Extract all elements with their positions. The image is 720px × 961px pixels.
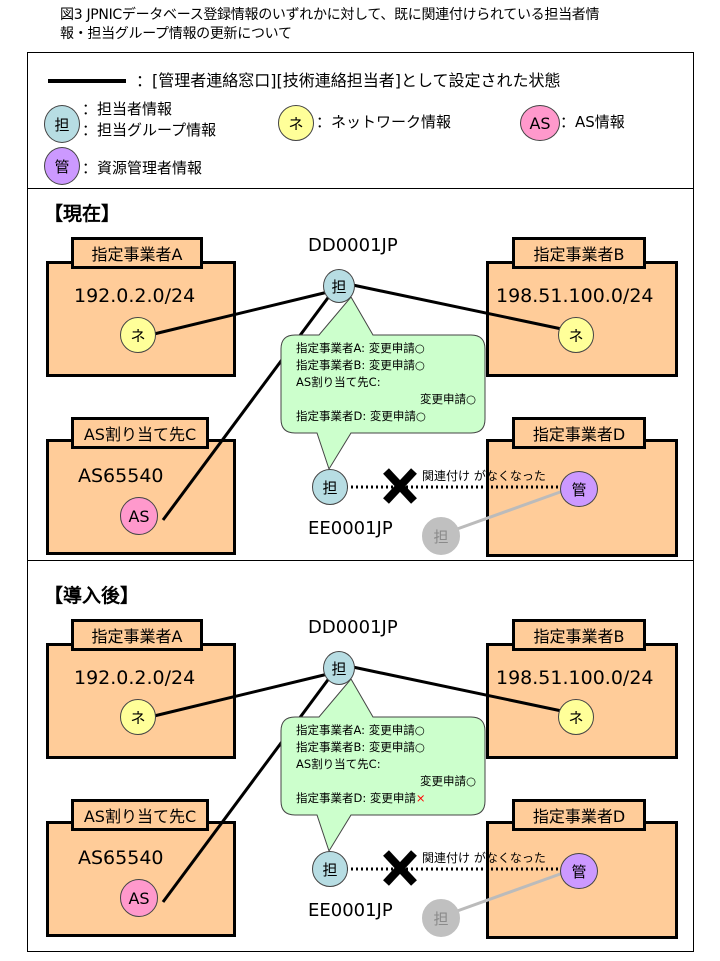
bubble-row-text: AS割り当て先C: bbox=[296, 375, 381, 389]
as-icon: AS bbox=[120, 497, 158, 535]
legend-contact-label-2: 担当グループ情報 bbox=[97, 121, 217, 139]
org-b-prefix: 198.51.100.0/24 bbox=[496, 667, 654, 689]
bubble-row-text: 変更申請 bbox=[419, 774, 466, 788]
bubble-row-text: AS割り当て先C: bbox=[296, 757, 381, 771]
bubble-text: 指定事業者A: 変更申請○指定事業者B: 変更申請○AS割り当て先C:変更申請○… bbox=[296, 722, 476, 807]
as-icon: AS bbox=[120, 879, 158, 917]
caption-line-2: 報・担当グループ情報の更新について bbox=[60, 26, 292, 42]
bubble-row: 指定事業者D: 変更申請○ bbox=[296, 408, 476, 425]
speech-bubble bbox=[280, 678, 486, 853]
panel-current: 【現在】指定事業者A 192.0.2.0/24 指定事業者B 198.51.100.0… bbox=[27, 188, 694, 561]
contact-icon-ee: 担 bbox=[312, 851, 348, 887]
cross-mark-stroke-2 bbox=[383, 468, 417, 504]
cross-mark-stroke-2 bbox=[383, 850, 417, 886]
bubble-row: 変更申請○ bbox=[296, 391, 476, 408]
network-icon: ネ bbox=[120, 699, 156, 735]
caption-line-1: 図3 JPNICデータベース登録情報のいずれかに対して、既に関連付けられている担… bbox=[60, 7, 600, 23]
org-c-as-number: AS65540 bbox=[78, 847, 164, 869]
bubble-row-text: 指定事業者D: 変更申請 bbox=[296, 791, 416, 805]
org-a-tab: 指定事業者A bbox=[71, 237, 203, 269]
org-b-prefix: 198.51.100.0/24 bbox=[496, 285, 654, 307]
contact-icon: 担 bbox=[323, 269, 355, 303]
org-b-tab: 指定事業者B bbox=[512, 237, 646, 269]
bubble-row: 指定事業者B: 変更申請○ bbox=[296, 739, 476, 756]
removed-link-note: 関連付け がなくなった bbox=[422, 469, 546, 483]
legend-line-desc: ：[管理者連絡窓口][技術連絡担当者]として設定された状態 bbox=[136, 71, 561, 90]
connection-lines bbox=[153, 282, 577, 535]
ok-mark-icon: ○ bbox=[415, 409, 426, 423]
legend-contact-label-1: 担当者情報 bbox=[97, 100, 173, 118]
handle-dd0001jp: DD0001JP bbox=[308, 617, 398, 638]
handle-dd0001jp: DD0001JP bbox=[308, 235, 398, 256]
ok-mark-icon: ○ bbox=[414, 341, 425, 355]
org-c-tab: AS割り当て先C bbox=[71, 799, 209, 831]
org-c-as-number: AS65540 bbox=[78, 465, 164, 487]
ok-mark-icon: ○ bbox=[414, 740, 425, 754]
bubble-text: 指定事業者A: 変更申請○指定事業者B: 変更申請○AS割り当て先C:変更申請○… bbox=[296, 340, 476, 425]
org-a-prefix: 192.0.2.0/24 bbox=[74, 285, 196, 307]
bubble-row: 指定事業者A: 変更申請○ bbox=[296, 340, 476, 357]
line-contact-to-org-c bbox=[161, 290, 335, 521]
bubble-row-text: 指定事業者B: 変更申請 bbox=[296, 358, 415, 372]
org-d-tab: 指定事業者D bbox=[512, 799, 646, 831]
handle-ee0001jp: EE0001JP bbox=[308, 518, 393, 539]
grayed-contact-icon: 担 bbox=[422, 517, 460, 555]
admin-icon: 管 bbox=[560, 853, 598, 889]
bubble-row-text: 指定事業者D: 変更申請 bbox=[296, 409, 416, 423]
line-admin-to-grayed-contact bbox=[445, 489, 564, 535]
network-icon: ネ bbox=[120, 317, 156, 353]
line-contact-to-org-b bbox=[347, 664, 577, 716]
bubble-row: AS割り当て先C: bbox=[296, 756, 476, 773]
bubble-row-text: 変更申請 bbox=[419, 392, 466, 406]
section-title: 【導入後】 bbox=[44, 585, 140, 607]
line-contact-to-org-c bbox=[161, 672, 335, 903]
network-icon: ネ bbox=[558, 699, 594, 735]
figure-caption: 図3 JPNICデータベース登録情報のいずれかに対して、既に関連付けられている担… bbox=[60, 6, 700, 44]
legend-as-label: ：AS情報 bbox=[560, 113, 625, 131]
line-admin-to-grayed-contact bbox=[445, 871, 564, 917]
legend-admin-label: ：資源管理者情報 bbox=[82, 159, 203, 177]
bubble-row: 指定事業者D: 変更申請× bbox=[296, 790, 476, 807]
bubble-row: 変更申請○ bbox=[296, 773, 476, 790]
network-icon: ネ bbox=[558, 317, 594, 353]
handle-ee0001jp: EE0001JP bbox=[308, 900, 393, 921]
contact-icon-ee: 担 bbox=[312, 469, 348, 505]
section-title: 【現在】 bbox=[44, 203, 121, 225]
legend-box: ：[管理者連絡窓口][技術連絡担当者]として設定された状態 担 ：担当者情報 ：… bbox=[27, 52, 694, 189]
ok-mark-icon: ○ bbox=[465, 774, 476, 788]
as-icon: AS bbox=[520, 105, 560, 141]
bubble-row: 指定事業者A: 変更申請○ bbox=[296, 722, 476, 739]
org-a-tab: 指定事業者A bbox=[71, 619, 203, 651]
org-d-tab: 指定事業者D bbox=[512, 417, 646, 449]
org-a-prefix: 192.0.2.0/24 bbox=[74, 667, 196, 689]
admin-icon: 管 bbox=[560, 471, 598, 507]
ok-mark-icon: ○ bbox=[465, 392, 476, 406]
bubble-row-text: 指定事業者A: 変更申請 bbox=[296, 723, 415, 737]
grayed-contact-icon: 担 bbox=[422, 899, 460, 937]
legend-contact-label: ：担当者情報 ：担当グループ情報 bbox=[82, 100, 217, 139]
admin-icon: 管 bbox=[44, 147, 80, 185]
contact-icon: 担 bbox=[323, 651, 355, 685]
ng-mark-icon: × bbox=[415, 791, 426, 805]
panel-after: 【導入後】指定事業者A 192.0.2.0/24 指定事業者B 198.51.100.… bbox=[27, 560, 694, 952]
legend-line-sample bbox=[48, 79, 126, 83]
org-b-tab: 指定事業者B bbox=[512, 619, 646, 651]
bubble-row-text: 指定事業者B: 変更申請 bbox=[296, 740, 415, 754]
legend-network-label: ：ネットワーク情報 bbox=[316, 113, 452, 131]
contact-icon: 担 bbox=[44, 105, 80, 143]
bubble-row: 指定事業者B: 変更申請○ bbox=[296, 357, 476, 374]
connection-lines bbox=[153, 664, 577, 917]
line-contact-to-org-b bbox=[347, 282, 577, 334]
removed-link-note: 関連付け がなくなった bbox=[422, 851, 546, 865]
ok-mark-icon: ○ bbox=[414, 723, 425, 737]
speech-bubble bbox=[280, 296, 486, 471]
line-contact-to-org-a bbox=[153, 672, 329, 718]
bubble-row-text: 指定事業者A: 変更申請 bbox=[296, 341, 415, 355]
org-c-tab: AS割り当て先C bbox=[71, 417, 209, 449]
ok-mark-icon: ○ bbox=[414, 358, 425, 372]
bubble-row: AS割り当て先C: bbox=[296, 374, 476, 391]
line-contact-to-org-a bbox=[153, 290, 329, 336]
network-icon: ネ bbox=[278, 105, 314, 141]
